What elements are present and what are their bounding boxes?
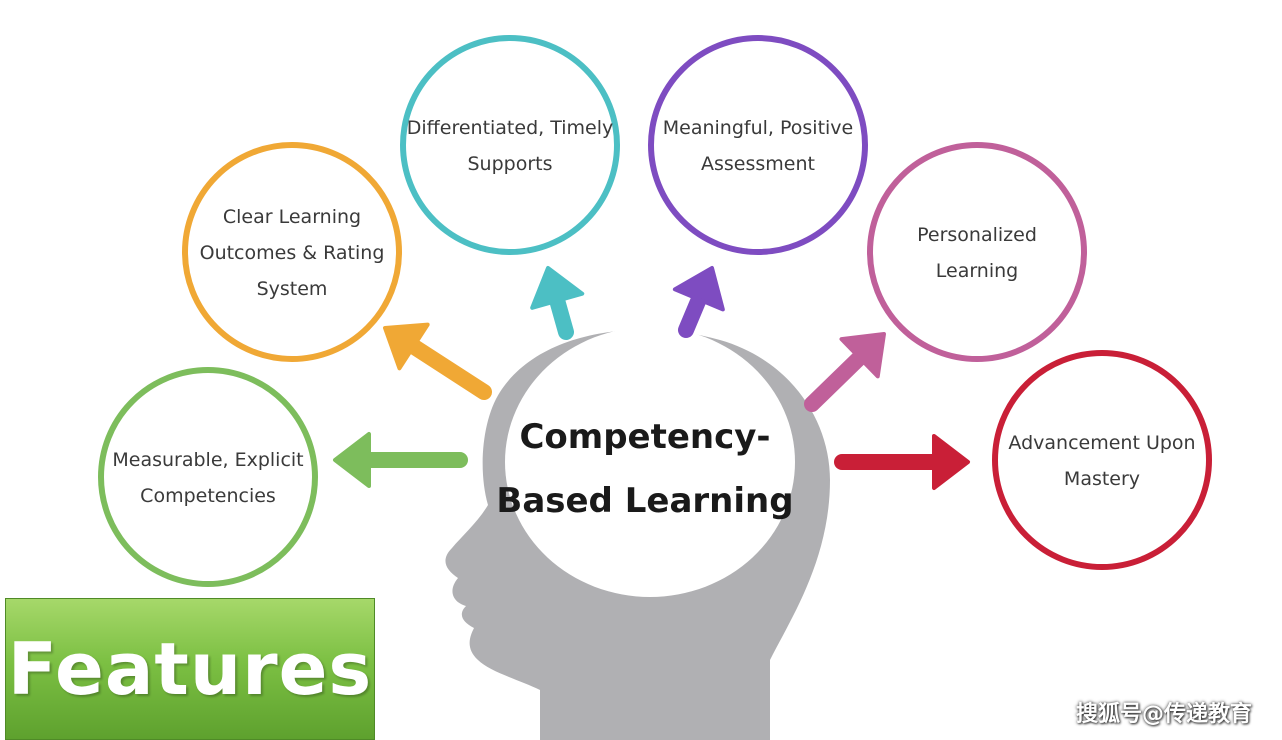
node-label-meaningful-line2: Assessment <box>701 153 815 175</box>
node-label-clear-outcomes-line3: System <box>257 278 328 300</box>
node-circle-advancement <box>992 350 1212 570</box>
node-circle-measurable <box>98 367 318 587</box>
arrow-differentiated <box>549 292 574 340</box>
arrowhead-meaningful <box>672 266 725 312</box>
node-circle-clear-outcomes <box>182 142 402 362</box>
watermark: 搜狐号@传递教育 <box>1075 702 1252 727</box>
arrow-personalized <box>804 349 868 412</box>
arrow-meaningful <box>678 291 707 338</box>
node-circle-meaningful <box>648 35 868 255</box>
node-circle-personalized <box>867 142 1087 362</box>
arrowhead-clear-outcomes <box>383 322 430 371</box>
features-label: Features <box>7 627 373 711</box>
node-label-advancement-line2: Mastery <box>1064 468 1140 490</box>
arrowhead-advancement <box>932 434 970 490</box>
arrowhead-measurable <box>333 432 371 488</box>
node-label-measurable-line2: Competencies <box>140 485 276 507</box>
node-circle-differentiated <box>400 35 620 255</box>
node-label-meaningful-line1: Meaningful, Positive <box>663 117 853 139</box>
node-label-measurable-line1: Measurable, Explicit <box>112 449 303 471</box>
node-label-personalized-line1: Personalized <box>917 224 1037 246</box>
node-label-clear-outcomes-line1: Clear Learning <box>223 206 361 228</box>
center-title-line2: Based Learning <box>496 481 793 521</box>
node-label-personalized-line2: Learning <box>936 260 1019 282</box>
node-label-advancement-line1: Advancement Upon <box>1008 432 1195 454</box>
arrow-clear-outcomes <box>405 338 492 400</box>
arrowhead-personalized <box>839 332 886 379</box>
center-title-line1: Competency- <box>519 417 770 457</box>
node-label-differentiated-line2: Supports <box>467 153 552 175</box>
node-label-differentiated-line1: Differentiated, Timely <box>407 117 614 139</box>
brain-ellipse <box>505 327 795 597</box>
node-label-clear-outcomes-line2: Outcomes & Rating <box>200 242 385 264</box>
features-banner: Features <box>5 598 375 740</box>
arrowhead-differentiated <box>530 266 585 310</box>
arrows <box>333 266 970 490</box>
